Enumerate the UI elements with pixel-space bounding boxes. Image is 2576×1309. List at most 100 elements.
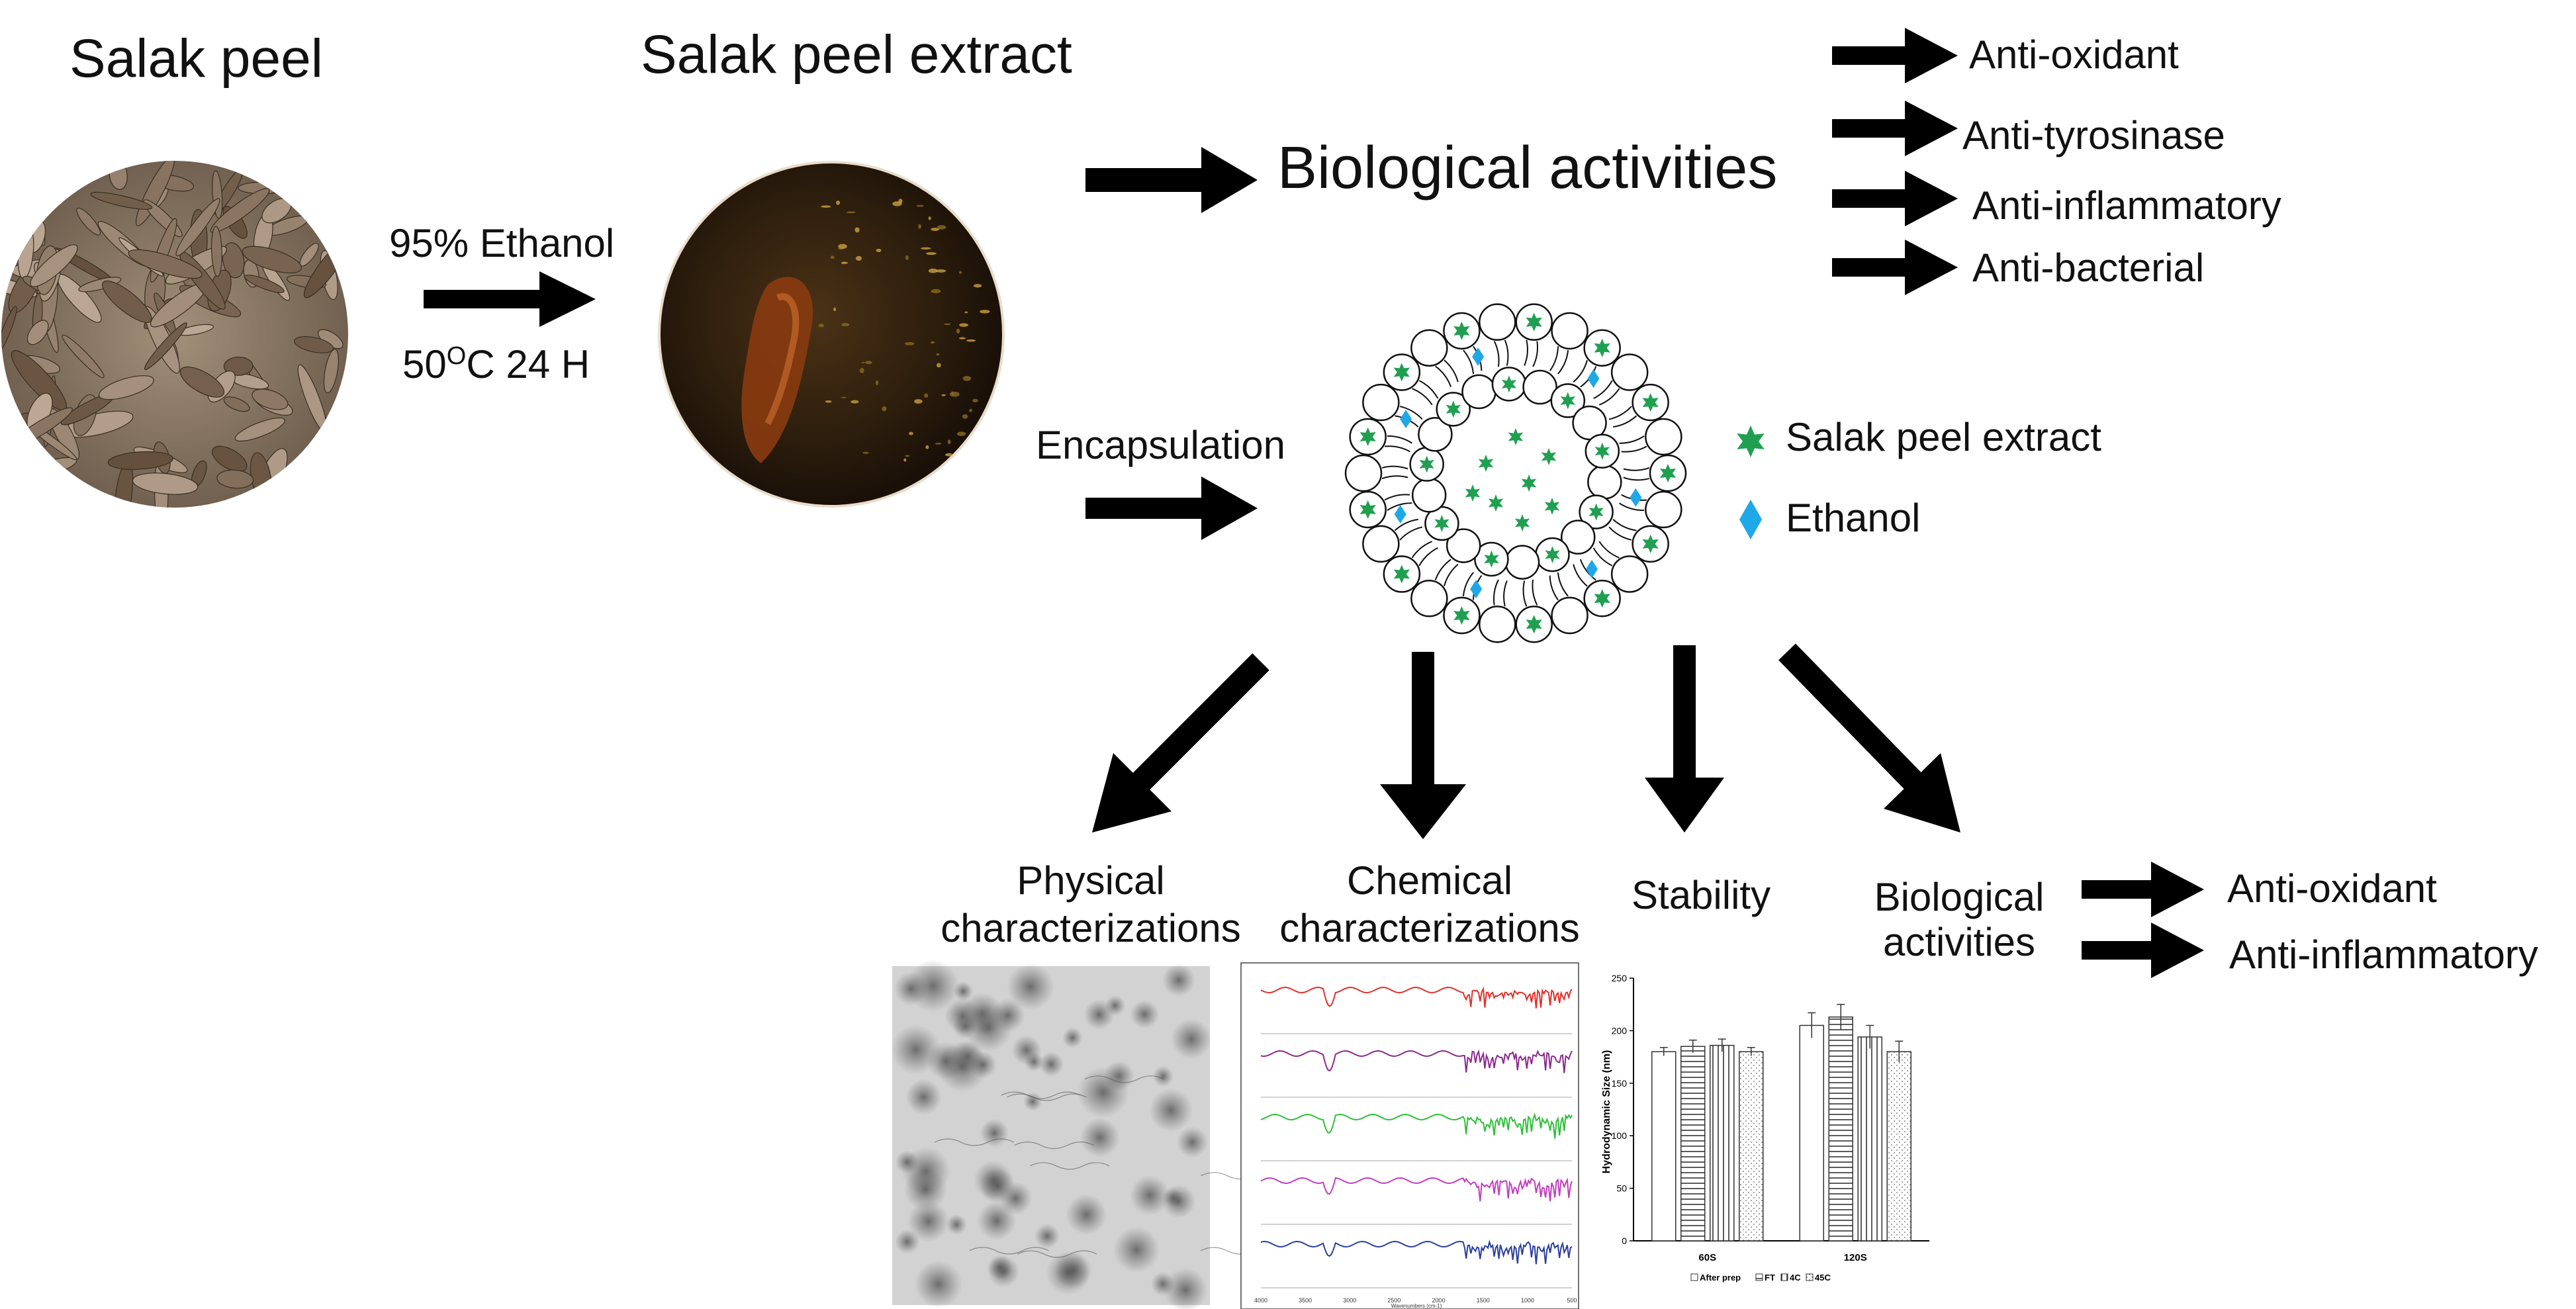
extract-star	[1544, 498, 1560, 515]
biological-activities-arrow	[1085, 147, 1258, 213]
extract-star	[1514, 514, 1530, 531]
lipid-tail	[1381, 475, 1408, 480]
peel-piece	[322, 214, 348, 237]
encapsulation-label: Encapsulation	[1036, 423, 1285, 467]
extract-sparkle	[962, 414, 968, 419]
extract-sparkle	[935, 269, 946, 273]
extract-star	[1526, 312, 1542, 332]
extract-star	[1465, 484, 1481, 502]
extract-sparkle	[936, 363, 941, 368]
tem-particle	[905, 1079, 942, 1116]
lipid-tail	[1623, 476, 1650, 481]
extract-sparkle	[956, 328, 960, 334]
extract-sparkle	[977, 199, 984, 203]
extract-sparkle	[964, 311, 968, 314]
peel-piece	[144, 322, 187, 371]
peel-piece	[294, 336, 334, 353]
lipid-tail	[1418, 380, 1439, 399]
peel-piece	[210, 188, 270, 234]
extract-star-legend-icon	[1737, 426, 1765, 457]
y-axis-label: Hydrodynamic Size (nm)	[1601, 1050, 1612, 1174]
extract-sparkle	[855, 255, 862, 261]
peel-piece	[1, 216, 34, 238]
lipid-tail	[1462, 572, 1474, 596]
extract-sparkle	[944, 323, 951, 326]
lipid-head-outer	[1410, 329, 1448, 367]
stability-label: Stability	[1632, 873, 1771, 917]
tem-particle	[891, 1024, 941, 1075]
extract-sparkle	[972, 398, 978, 402]
lipid-head-inner	[1446, 528, 1481, 563]
lipid-tail	[1387, 435, 1412, 444]
peel-piece	[324, 161, 345, 228]
extract-sparkle	[882, 406, 887, 412]
extract-sparkle	[851, 400, 859, 404]
extract-sparkle	[924, 393, 929, 398]
activity-item-1: Anti-oxidant	[1969, 32, 2179, 77]
ftir-tick-label: 2000	[1432, 1297, 1446, 1304]
lipid-tail	[1387, 502, 1412, 511]
lipid-head-outer	[1410, 580, 1448, 617]
ftir-tick-label: 4000	[1254, 1297, 1267, 1304]
lipid-tail	[1444, 563, 1459, 586]
lipid-tail	[1598, 541, 1620, 559]
lipid-head-outer	[1645, 490, 1682, 529]
tem-particle	[914, 1260, 963, 1308]
extract-sparkle	[925, 445, 929, 449]
ftir-trace	[1260, 1239, 1573, 1265]
peel-piece	[16, 181, 54, 195]
y-tick-label: 200	[1612, 1025, 1628, 1036]
lipid-head-outer	[1362, 525, 1400, 563]
extract-sparkle	[928, 216, 931, 220]
lipid-tail	[1381, 465, 1408, 470]
lipid-head-inner	[1522, 369, 1557, 405]
peel-piece	[210, 226, 222, 277]
legend-label: 45C	[1815, 1273, 1831, 1283]
peel-piece	[308, 161, 347, 179]
extract-sparkle	[930, 341, 935, 344]
extract-sparkle	[945, 453, 953, 457]
extract-star	[1484, 550, 1499, 568]
tem-particle	[1162, 964, 1195, 997]
peel-piece	[9, 161, 60, 189]
lipid-head-outer	[1362, 383, 1400, 422]
bar	[1710, 1044, 1735, 1241]
tem-particle	[1023, 1092, 1042, 1111]
peel-piece	[211, 445, 248, 473]
extract-sparkle	[941, 394, 946, 396]
bio-arrow-1	[2082, 862, 2204, 917]
tem-crack	[1007, 1093, 1087, 1101]
peel-piece	[323, 349, 339, 394]
tem-particle	[988, 1255, 1020, 1288]
lipid-tail	[1532, 341, 1539, 367]
peel-piece	[285, 469, 326, 502]
tem-crack	[934, 1138, 1015, 1146]
peel-piece	[175, 198, 220, 257]
tem-image	[891, 960, 1281, 1309]
extract-sparkle	[969, 408, 972, 412]
solvent-label: 95% Ethanol	[389, 221, 615, 265]
bar	[1828, 1016, 1853, 1241]
tem-particle	[895, 1229, 920, 1254]
bio-item-1: Anti-oxidant	[2227, 866, 2437, 911]
tem-particle	[1007, 963, 1054, 1011]
peel-piece	[132, 473, 199, 495]
tem-particle	[903, 1167, 947, 1211]
physical-arrow	[1092, 653, 1269, 833]
legend-label: FT	[1765, 1273, 1775, 1283]
peel-piece	[107, 451, 173, 470]
tem-particle	[980, 1118, 1009, 1148]
legend-swatch	[1780, 1273, 1788, 1281]
peel-piece	[322, 449, 345, 484]
lipid-head-inner	[1418, 417, 1453, 452]
tem-particle	[1152, 1065, 1174, 1087]
extract-sparkle	[916, 204, 924, 207]
salak-peel-image	[1, 161, 348, 508]
lipid-tail	[1434, 559, 1451, 580]
extract-sparkle	[876, 248, 882, 252]
ethanol-diamond	[1400, 410, 1412, 429]
bar	[1799, 1024, 1824, 1241]
